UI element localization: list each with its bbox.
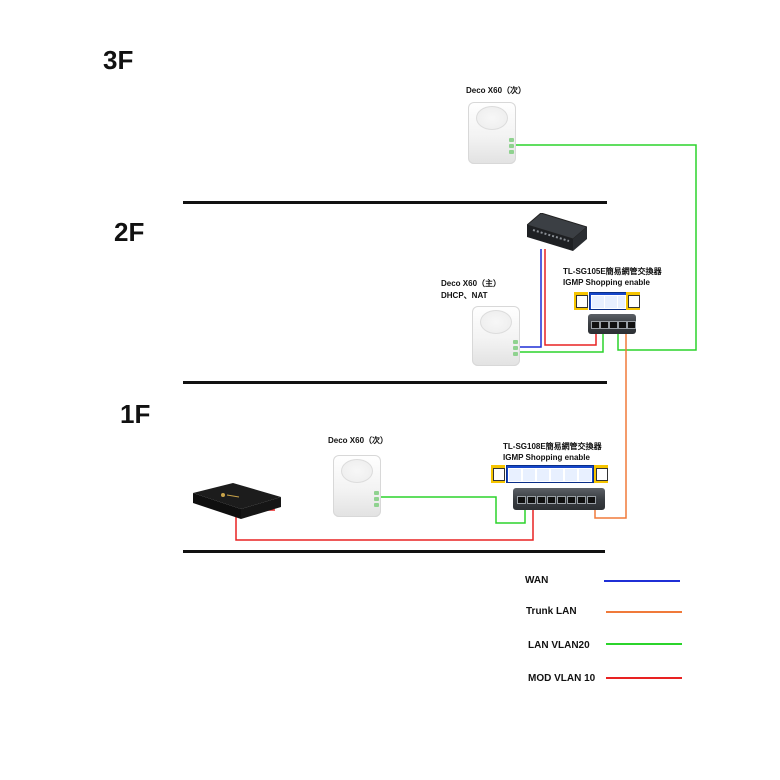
wire-wan [517, 249, 542, 348]
switch-1f-label-line2: IGMP Shopping enable [503, 453, 590, 462]
modem-2f[interactable] [525, 212, 589, 253]
modem-icon [525, 212, 589, 251]
deco-2f-unit[interactable] [472, 306, 520, 366]
set-top-box-icon [193, 483, 281, 519]
legend-line-wan [604, 580, 680, 582]
deco-2f-label-line2: DHCP、NAT [441, 291, 488, 300]
switch-2f-label-line1: TL-SG105E簡易網管交換器 [563, 267, 662, 276]
legend-label-mod-vlan10: MOD VLAN 10 [528, 673, 596, 684]
wire-mod-2f [544, 249, 597, 346]
switch-1f-vlan-strip [491, 465, 609, 485]
legend-line-lan-vlan20 [606, 643, 682, 645]
switch-2f-vlan-strip [574, 292, 640, 312]
mod-set-top-box[interactable] [193, 483, 283, 523]
legend-label-trunk-lan: Trunk LAN [526, 606, 577, 617]
floor-label-1f: 1F [120, 399, 151, 429]
wire-trunk [594, 332, 627, 519]
wire-lan-3f-deco [515, 144, 697, 351]
legend-label-lan-vlan20: LAN VLAN20 [528, 640, 590, 651]
floor-divider-2f-1f [183, 381, 607, 384]
legend-label-wan: WAN [525, 575, 549, 586]
floor-divider-3f-2f [183, 201, 607, 204]
floor-divider-1f-bottom [183, 550, 605, 553]
wire-lan-2f-deco [517, 332, 604, 353]
deco-3f-label: Deco X60（次） [466, 86, 527, 95]
deco-1f-label: Deco X60（次） [328, 436, 389, 445]
switch-1f-label-line1: TL-SG108E簡易網管交換器 [503, 442, 602, 451]
switch-2f-unit[interactable] [588, 314, 636, 334]
deco-3f-unit[interactable] [468, 102, 516, 164]
deco-1f-unit[interactable] [333, 455, 381, 517]
switch-1f-unit[interactable] [513, 488, 605, 510]
legend-line-trunk-lan [606, 611, 682, 613]
switch-2f-label-line2: IGMP Shopping enable [563, 278, 650, 287]
deco-2f-label-line1: Deco X60（主） [441, 279, 502, 288]
floor-label-2f: 2F [114, 217, 145, 247]
legend-line-mod-vlan10 [606, 677, 682, 679]
wire-lan-1f-deco [378, 496, 526, 524]
floor-label-3f: 3F [103, 45, 134, 75]
